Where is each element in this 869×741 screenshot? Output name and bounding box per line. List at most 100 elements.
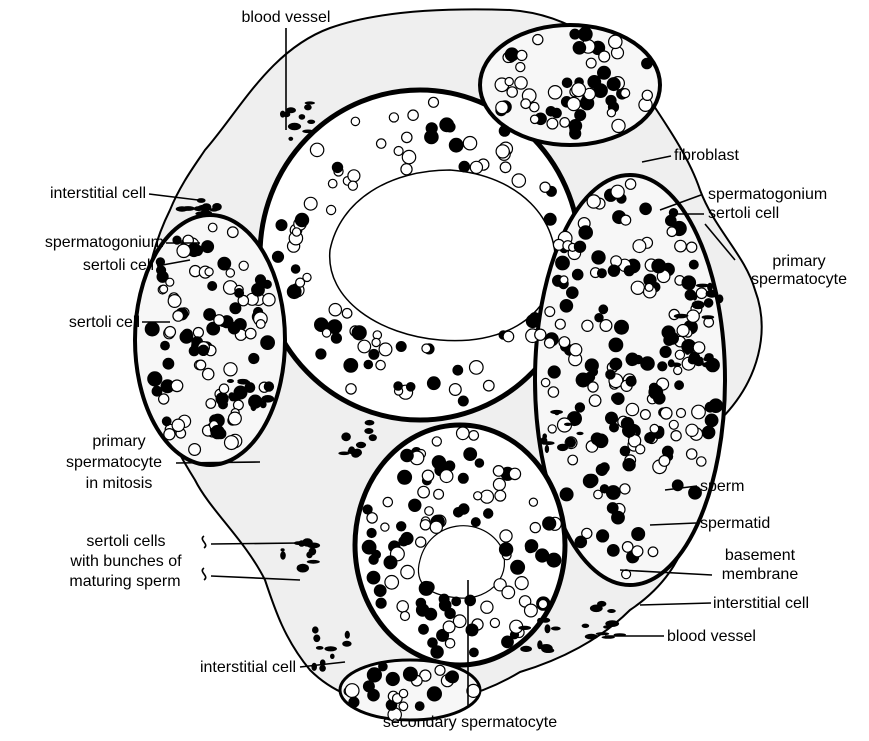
cell-nucleus [631, 281, 644, 294]
cell-nucleus [446, 672, 455, 681]
cell-nucleus [675, 381, 684, 390]
cell-nucleus [649, 385, 663, 399]
cell-nucleus [235, 289, 244, 298]
interstitial-blotch [674, 314, 688, 319]
interstitial-blotch [545, 624, 551, 633]
cell-nucleus [459, 161, 469, 171]
interstitial-blotch [605, 620, 619, 627]
cell-nucleus [560, 276, 568, 284]
cell-nucleus [435, 665, 445, 675]
cell-nucleus [316, 349, 326, 359]
cell-nucleus [525, 604, 538, 617]
interstitial-blotch [582, 624, 590, 628]
cell-nucleus [425, 507, 434, 516]
cell-nucleus [449, 384, 461, 396]
cell-nucleus [161, 341, 170, 350]
interstitial-blotch [520, 646, 532, 652]
cell-nucleus [677, 325, 689, 337]
cell-nucleus [443, 621, 455, 633]
cell-nucleus [373, 331, 381, 339]
cell-nucleus [457, 427, 470, 440]
cell-nucleus [368, 690, 379, 701]
cell-nucleus [145, 322, 159, 336]
cell-nucleus [579, 27, 593, 41]
interstitial-blotch [302, 130, 314, 134]
interstitial-blotch [544, 648, 554, 653]
cell-nucleus [416, 598, 425, 607]
interstitial-blotch [299, 114, 306, 120]
cell-nucleus [642, 90, 652, 100]
interstitial-blotch [576, 432, 583, 435]
cell-nucleus [264, 382, 273, 391]
interstitial-blotch [668, 359, 675, 367]
interstitial-blotch [311, 663, 317, 671]
cell-nucleus [475, 459, 483, 467]
cell-nucleus [292, 228, 300, 236]
cell-nucleus [332, 162, 342, 172]
cell-nucleus [481, 601, 493, 613]
cell-nucleus [229, 412, 242, 425]
cell-nucleus [544, 213, 556, 225]
cell-nucleus [624, 266, 634, 276]
interstitial-blotch [228, 392, 235, 400]
cell-nucleus [677, 409, 686, 418]
cell-nucleus [249, 354, 259, 364]
cell-nucleus [157, 266, 166, 275]
interstitial-blotch [573, 412, 579, 418]
cell-nucleus [606, 370, 615, 379]
cell-nucleus [470, 361, 484, 375]
cell-nucleus [426, 123, 437, 134]
cell-nucleus [570, 344, 582, 356]
cell-nucleus [608, 265, 619, 276]
cell-nucleus [529, 498, 537, 506]
cell-nucleus [467, 684, 480, 697]
interstitial-blotch [199, 210, 212, 216]
cell-nucleus [352, 326, 366, 340]
cell-nucleus [705, 402, 715, 412]
cell-nucleus [445, 608, 455, 618]
cell-nucleus [177, 244, 190, 257]
cell-nucleus [440, 470, 453, 483]
cell-nucleus [367, 571, 380, 584]
interstitial-blotch [702, 362, 713, 368]
cell-nucleus [402, 150, 415, 163]
cell-nucleus [592, 251, 605, 264]
cell-nucleus [621, 215, 631, 225]
cell-nucleus [671, 431, 681, 441]
cell-nucleus [610, 359, 621, 370]
cell-nucleus [470, 161, 482, 173]
cell-nucleus [218, 257, 231, 270]
cell-nucleus [401, 565, 414, 578]
cell-nucleus [372, 338, 380, 346]
cell-nucleus [328, 179, 337, 188]
cell-nucleus [632, 528, 645, 541]
cell-nucleus [148, 372, 162, 386]
cell-nucleus [606, 96, 616, 106]
interstitial-blotch [324, 646, 337, 651]
interstitial-blotch [685, 350, 690, 355]
cell-nucleus [697, 457, 706, 466]
cell-nucleus [214, 315, 225, 326]
cell-nucleus [499, 126, 510, 137]
cell-nucleus [660, 408, 672, 420]
cell-nucleus [531, 115, 539, 123]
cell-nucleus [273, 251, 284, 262]
interstitial-blotch [369, 434, 377, 441]
cell-nucleus [415, 702, 424, 711]
cell-nucleus [160, 285, 168, 293]
cell-nucleus [620, 484, 630, 494]
cell-nucleus [402, 132, 412, 142]
cell-nucleus [623, 459, 635, 471]
cell-nucleus [548, 366, 560, 378]
cell-nucleus [428, 377, 441, 390]
cell-nucleus [667, 227, 677, 237]
cell-nucleus [645, 283, 653, 291]
cell-nucleus [193, 328, 203, 338]
cell-nucleus [595, 314, 603, 322]
cell-nucleus [401, 164, 412, 175]
cell-nucleus [226, 269, 234, 277]
cell-nucleus [633, 240, 646, 253]
cell-nucleus [543, 517, 556, 530]
label-primary-spermatocyte-right-line2: spermatocyte [738, 270, 860, 289]
cell-nucleus [541, 378, 549, 386]
